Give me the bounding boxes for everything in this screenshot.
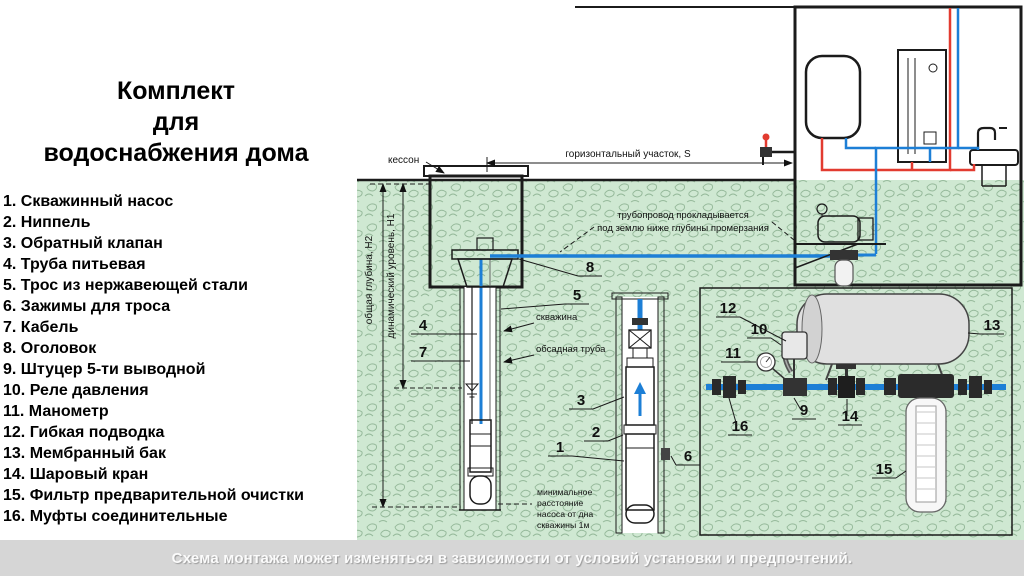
station-detail-inset bbox=[699, 287, 1013, 536]
total-depth-label: общая глубина, Н2 bbox=[363, 235, 375, 324]
borehole-label: скважина bbox=[503, 312, 578, 333]
pump-detail-inset bbox=[611, 292, 670, 534]
legend-item: 15. Фильтр предварительной очистки bbox=[3, 487, 304, 504]
dimension-dynamic-level: динамический уровень, Н1 bbox=[386, 183, 462, 389]
svg-text:расстояние: расстояние bbox=[537, 498, 583, 508]
legend-item: 16. Муфты соединительные bbox=[3, 508, 228, 525]
house-pump-station bbox=[794, 203, 886, 287]
ball-valve bbox=[828, 364, 865, 398]
union-nut bbox=[884, 378, 896, 395]
callout-1: 1 bbox=[556, 439, 564, 456]
callout-7: 7 bbox=[419, 344, 427, 361]
svg-text:скважина: скважина bbox=[536, 312, 578, 323]
legend-item: 11. Манометр bbox=[3, 403, 109, 420]
coupling-right bbox=[958, 376, 992, 398]
svg-text:скважины 1м: скважины 1м bbox=[537, 520, 589, 530]
callout-11: 11 bbox=[725, 345, 741, 362]
hot-pipes bbox=[820, 8, 976, 172]
legend-item: 6. Зажимы для троса bbox=[3, 298, 171, 315]
callout-14: 14 bbox=[842, 408, 859, 425]
legend-item: 9. Штуцер 5-ти выводной bbox=[3, 361, 206, 378]
legend-item: 1. Скважинный насос bbox=[3, 193, 174, 210]
svg-text:горизонтальный участок, S: горизонтальный участок, S bbox=[565, 149, 691, 160]
pipeline-note: трубопровод прокладывается под землю ниж… bbox=[559, 210, 795, 253]
sink bbox=[969, 126, 1019, 187]
five-way-fitting bbox=[783, 378, 807, 396]
legend-item: 13. Мембранный бак bbox=[3, 445, 166, 462]
prefilter bbox=[898, 374, 954, 513]
callout-9: 9 bbox=[800, 402, 808, 419]
min-distance-note: минимальное расстояние насоса от дна скв… bbox=[498, 487, 593, 530]
pump-motor bbox=[625, 433, 655, 511]
svg-text:насоса от дна: насоса от дна bbox=[537, 509, 593, 519]
svg-text:минимальное: минимальное bbox=[537, 487, 593, 497]
svg-text:кессон: кессон bbox=[388, 155, 419, 166]
svg-text:обсадная труба: обсадная труба bbox=[536, 344, 606, 355]
legend-item: 2. Ниппель bbox=[3, 214, 91, 231]
callout-10: 10 bbox=[751, 321, 768, 338]
dimension-horizontal: горизонтальный участок, S bbox=[486, 149, 793, 172]
inline-filter bbox=[830, 250, 858, 287]
callout-8: 8 bbox=[586, 259, 594, 276]
callout-13: 13 bbox=[984, 317, 1001, 334]
casing-label: обсадная труба bbox=[503, 344, 606, 364]
legend-item: 8. Оголовок bbox=[3, 340, 97, 357]
cold-pipes bbox=[844, 8, 980, 254]
legend-item: 14. Шаровый кран bbox=[3, 466, 149, 483]
legend-item: 7. Кабель bbox=[3, 319, 79, 336]
legend-item: 4. Труба питьевая bbox=[3, 256, 146, 273]
title-line: Комплект bbox=[116, 77, 235, 105]
callout-12: 12 bbox=[720, 300, 737, 317]
water-level-mark bbox=[464, 383, 480, 398]
pressure-relay bbox=[781, 331, 808, 378]
boiler-column bbox=[897, 49, 947, 163]
page-title: Комплект для водоснабжения дома bbox=[0, 76, 352, 169]
callout-16: 16 bbox=[732, 418, 749, 435]
dimension-total-depth: общая глубина, Н2 bbox=[363, 183, 458, 508]
house bbox=[575, 5, 1023, 287]
legend-item: 10. Реле давления bbox=[3, 382, 149, 399]
legend-item: 12. Гибкая подводка bbox=[3, 424, 165, 441]
dynamic-level-label: динамический уровень, Н1 bbox=[386, 213, 397, 338]
caisson-label: кессон bbox=[388, 155, 445, 174]
svg-text:трубопровод прокладывается: трубопровод прокладывается bbox=[617, 210, 749, 221]
well-shaft bbox=[459, 259, 501, 511]
title-line: для bbox=[152, 108, 200, 136]
callout-5: 5 bbox=[573, 287, 581, 304]
callout-3: 3 bbox=[577, 392, 585, 409]
parts-legend: 1. Скважинный насос 2. Ниппель 3. Обратн… bbox=[3, 191, 359, 527]
callout-4: 4 bbox=[419, 317, 428, 334]
callouts: 8 5 4 7 3 2 1 6 12 10 11 16 9 bbox=[411, 258, 1004, 479]
wall-tap bbox=[760, 133, 795, 165]
legend-item: 3. Обратный клапан bbox=[3, 235, 163, 252]
title-line: водоснабжения дома bbox=[43, 139, 309, 167]
legend-item: 5. Трос из нержавеющей стали bbox=[3, 277, 248, 294]
svg-text:под землю ниже глубины промерз: под землю ниже глубины промерзания bbox=[597, 223, 769, 234]
footer-caption: Схема монтажа может изменяться в зависим… bbox=[171, 549, 853, 567]
callout-6: 6 bbox=[684, 448, 692, 465]
coupling-left bbox=[712, 376, 746, 398]
cable-clamp bbox=[661, 448, 670, 460]
footer-strip: Схема монтажа может изменяться в зависим… bbox=[0, 540, 1024, 576]
water-heater bbox=[804, 54, 862, 140]
callout-2: 2 bbox=[592, 424, 600, 441]
faucet bbox=[976, 126, 997, 150]
well-pump bbox=[467, 419, 494, 505]
callout-15: 15 bbox=[876, 461, 893, 478]
